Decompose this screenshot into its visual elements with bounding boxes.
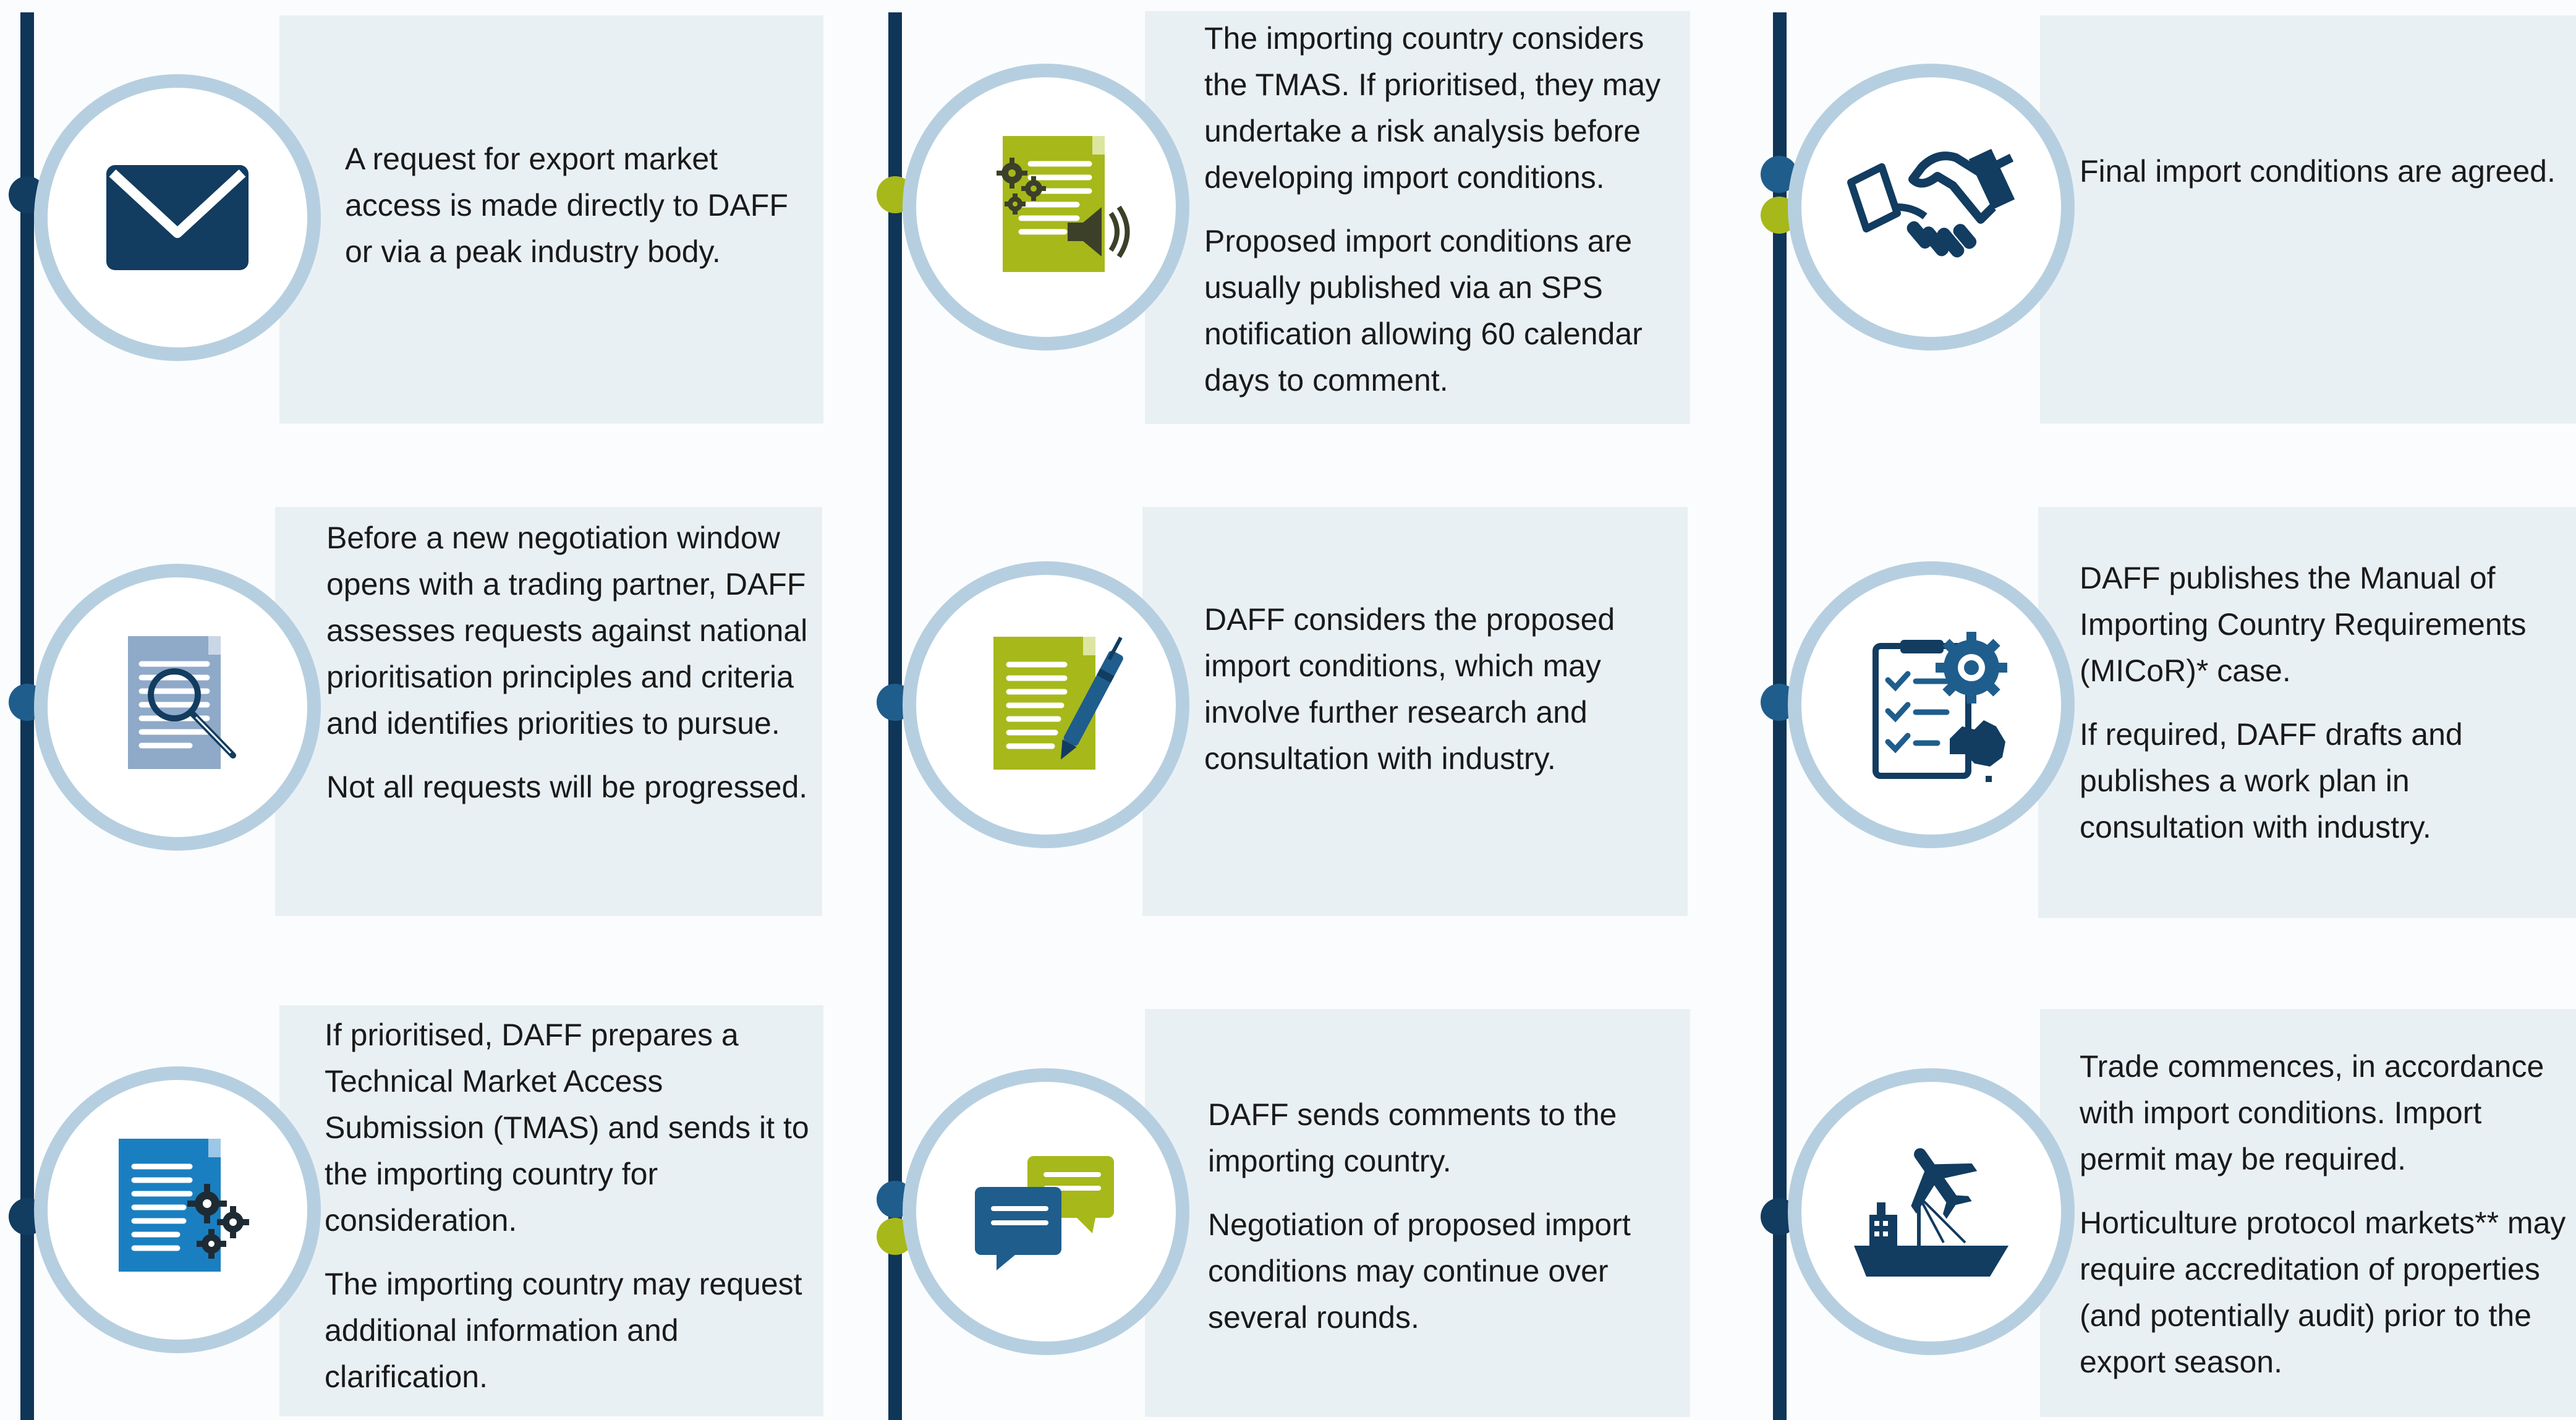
step-9-icon-ring: [1788, 1068, 2075, 1355]
step-3-paragraph: If prioritised, DAFF prepares a Technica…: [325, 1018, 809, 1238]
step-1-text: A request for export market access is ma…: [345, 136, 796, 275]
step-5-text: DAFF considers the proposed import condi…: [1204, 597, 1680, 782]
step-1-icon-ring: [34, 74, 321, 361]
step-4-text: The importing country considers the TMAS…: [1204, 15, 1693, 404]
document-pen-icon: [993, 636, 1123, 770]
step-6-text: DAFF sends comments to the importing cou…: [1208, 1092, 1684, 1341]
step-8-panel: [2038, 507, 2576, 918]
step-2-paragraph: Not all requests will be progressed.: [326, 770, 808, 804]
step-2-paragraph: Before a new negotiation window opens wi…: [326, 521, 808, 741]
step-3-panel: [279, 1005, 823, 1416]
step-2-text: Before a new negotiation window opens wi…: [326, 515, 815, 810]
envelope-icon: [106, 165, 249, 270]
step-9-paragraph: Horticulture protocol markets** may requ…: [2080, 1205, 2566, 1379]
step-6-paragraph: Negotiation of proposed import condition…: [1208, 1207, 1631, 1335]
step-7-paragraph: Final import conditions are agreed.: [2080, 154, 2556, 189]
step-9-panel: [2040, 1009, 2576, 1417]
step-3-icon-ring: [34, 1066, 321, 1353]
document-search-icon: [128, 636, 236, 769]
step-3-paragraph: The importing country may request additi…: [325, 1267, 802, 1394]
step-1-panel: [279, 15, 823, 423]
step-3-text: If prioritised, DAFF prepares a Technica…: [325, 1012, 819, 1400]
checklist-gear-australia-icon: [1872, 632, 2007, 782]
step-5-paragraph: DAFF considers the proposed import condi…: [1204, 602, 1615, 776]
step-4-paragraph: Proposed import conditions are usually p…: [1204, 224, 1643, 398]
step-2-panel: [275, 507, 822, 916]
step-7-text: Final import conditions are agreed.: [2080, 148, 2556, 195]
step-2-icon-ring: [34, 564, 321, 851]
step-5-panel: [1142, 507, 1688, 916]
step-4-paragraph: The importing country considers the TMAS…: [1204, 21, 1661, 195]
step-7-panel: [2040, 15, 2576, 423]
step-8-icon-ring: [1788, 561, 2075, 848]
ship-plane-icon: [1854, 1148, 2009, 1277]
step-5-icon-ring: [903, 561, 1189, 848]
step-8-paragraph: DAFF publishes the Manual of Importing C…: [2080, 561, 2527, 688]
step-9-paragraph: Trade commences, in accordance with impo…: [2080, 1049, 2544, 1176]
step-1-paragraph: A request for export market access is ma…: [345, 142, 788, 269]
document-announcement-icon: [997, 136, 1130, 272]
handshake-icon: [1847, 148, 2015, 258]
step-4-panel: [1145, 11, 1690, 424]
step-6-panel: [1145, 1009, 1690, 1417]
step-6-icon-ring: [903, 1068, 1189, 1355]
step-4-icon-ring: [903, 64, 1189, 351]
step-8-paragraph: If required, DAFF drafts and publishes a…: [2080, 717, 2463, 844]
step-6-paragraph: DAFF sends comments to the importing cou…: [1208, 1097, 1617, 1178]
document-gears-icon: [119, 1139, 249, 1272]
step-8-text: DAFF publishes the Manual of Importing C…: [2080, 555, 2568, 851]
step-7-icon-ring: [1788, 64, 2075, 351]
chat-bubbles-icon: [975, 1156, 1114, 1270]
step-9-text: Trade commences, in accordance with impo…: [2080, 1044, 2574, 1385]
